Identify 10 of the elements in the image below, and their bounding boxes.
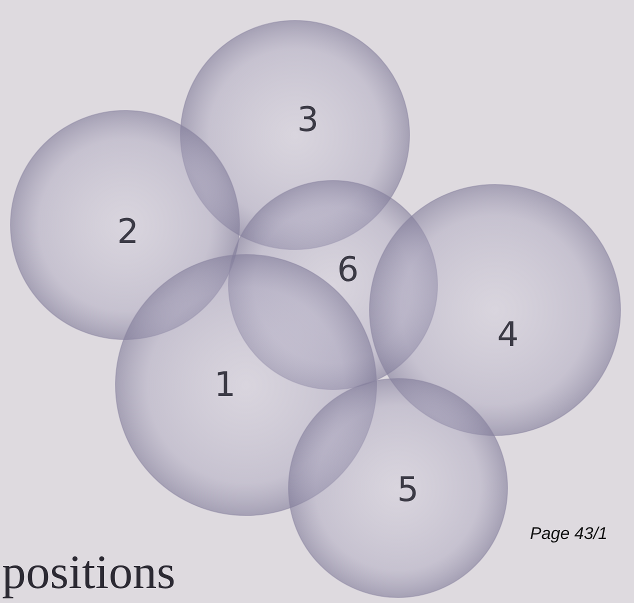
heading-text: positions [2, 545, 176, 600]
circle-number: 3 [297, 103, 319, 137]
circle [369, 184, 621, 436]
circle-number: 5 [397, 473, 419, 507]
circle-number: 4 [497, 318, 519, 352]
circle-number: 2 [117, 215, 139, 249]
circle-number: 6 [337, 253, 359, 287]
circle [288, 378, 508, 598]
page-number: Page 43/1 [530, 524, 608, 544]
circle-number: 1 [214, 368, 236, 402]
